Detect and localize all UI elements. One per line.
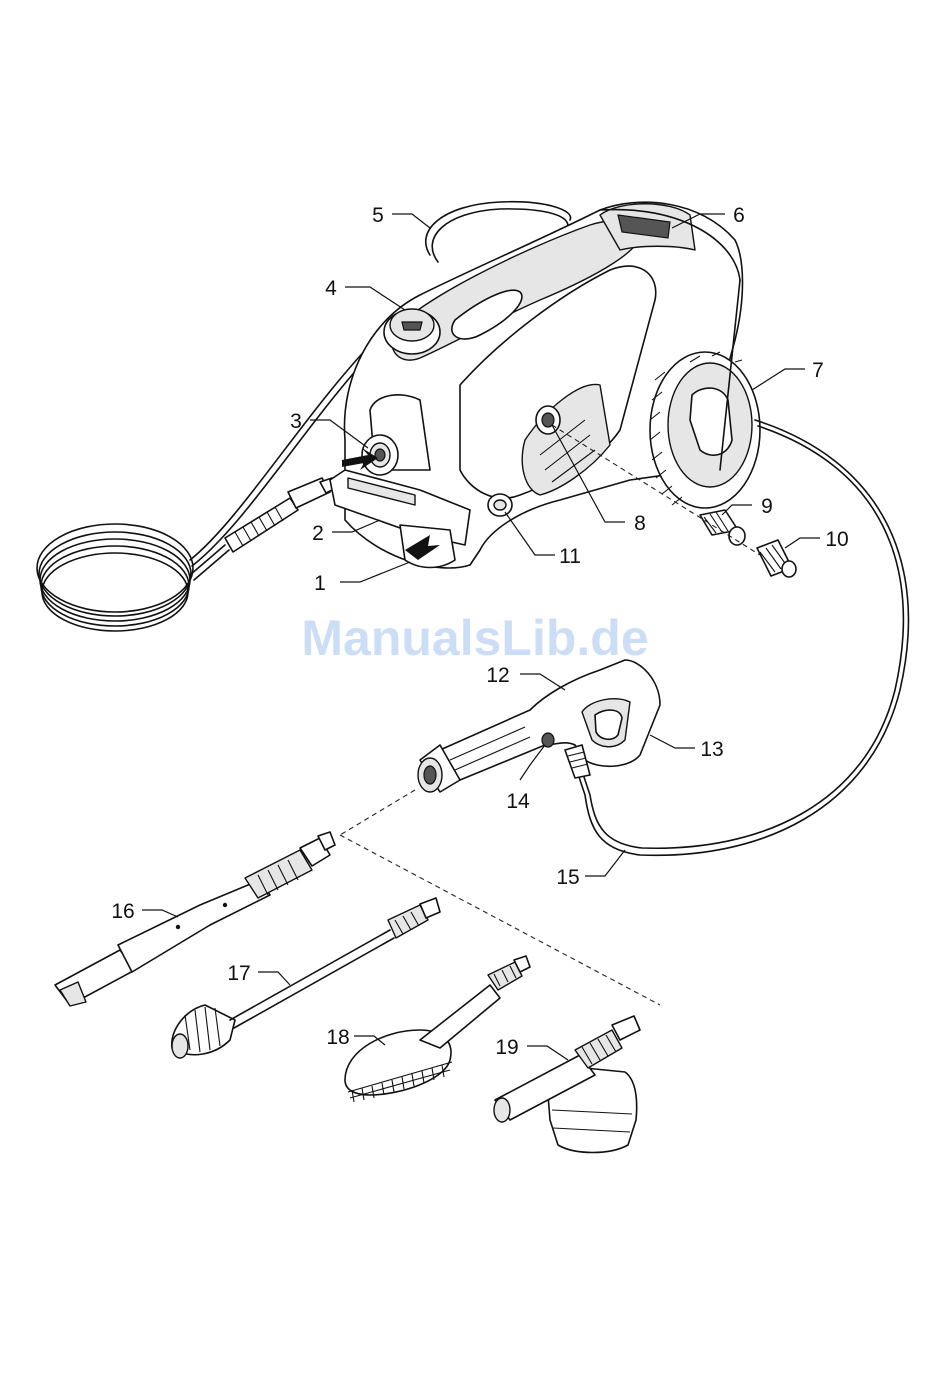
callout-9: 9 (761, 495, 773, 518)
callout-8: 8 (634, 512, 646, 535)
callout-3: 3 (290, 410, 302, 433)
callout-19: 19 (495, 1036, 518, 1059)
callout-2: 2 (312, 522, 324, 545)
callout-6: 6 (733, 204, 745, 227)
callout-1: 1 (314, 572, 326, 595)
trigger-gun-icon (418, 660, 660, 792)
callout-7: 7 (812, 359, 824, 382)
callout-14: 14 (506, 790, 530, 813)
callout-15: 15 (556, 866, 579, 889)
callout-12: 12 (486, 664, 509, 687)
watermark: ManualsLib.de (301, 610, 648, 666)
pressure-washer-unit-icon (330, 202, 760, 568)
callout-16: 16 (111, 900, 134, 923)
callout-17: 17 (227, 962, 250, 985)
callout-5: 5 (372, 204, 384, 227)
vario-power-lance-icon (55, 832, 335, 1006)
callout-10: 10 (825, 528, 848, 551)
wash-brush-icon (345, 956, 530, 1102)
callout-4: 4 (325, 277, 337, 300)
callout-18: 18 (326, 1026, 349, 1049)
callout-13: 13 (700, 738, 723, 761)
callout-11: 11 (559, 545, 581, 568)
garden-hose-coupling-icon (757, 540, 796, 577)
